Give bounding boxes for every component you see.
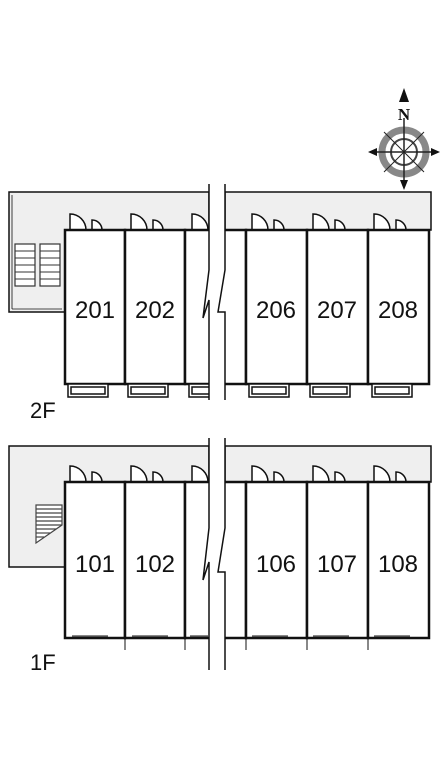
unit-number-label: 207 xyxy=(317,297,357,324)
unit-208 xyxy=(366,228,431,386)
north-label: N xyxy=(398,105,411,124)
unit-number-label: 206 xyxy=(256,297,296,324)
turning-stair-icon xyxy=(35,504,63,545)
straight-stair-icon xyxy=(14,243,61,287)
break-line-2f xyxy=(202,184,226,400)
balconies-2f xyxy=(67,383,413,398)
windows-1f xyxy=(72,635,410,650)
unit-107 xyxy=(305,480,370,640)
unit-number-label: 202 xyxy=(135,297,175,324)
unit-206 xyxy=(244,228,309,386)
unit-number-label: 108 xyxy=(378,551,418,578)
unit-number-label: 107 xyxy=(317,551,357,578)
unit-101 xyxy=(63,480,127,640)
doors-1f xyxy=(69,465,407,483)
doors-2f xyxy=(69,213,407,231)
unit-102 xyxy=(123,480,187,640)
break-line-1f xyxy=(202,438,226,670)
floor-2f: 201 202 206 207 208 2F xyxy=(8,191,432,423)
unit-number-label: 208 xyxy=(378,297,418,324)
unit-number-label: 106 xyxy=(256,551,296,578)
floor-1f: 101 102 106 107 108 1F xyxy=(8,445,432,675)
unit-number-label: 102 xyxy=(135,551,175,578)
unit-207 xyxy=(305,228,370,386)
unit-108 xyxy=(366,480,431,640)
unit-202 xyxy=(123,228,187,386)
unit-number-label: 201 xyxy=(75,297,115,324)
unit-number-label: 101 xyxy=(75,551,115,578)
floor-label-2f: 2F xyxy=(30,398,56,423)
compass-rose-icon: N xyxy=(368,88,440,190)
floor-label-1f: 1F xyxy=(30,650,56,675)
